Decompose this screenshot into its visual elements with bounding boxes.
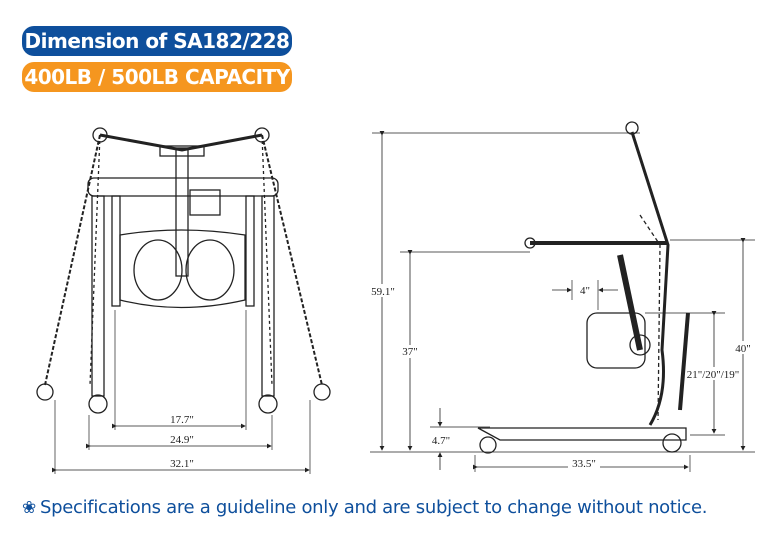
dim-outer-width: 32.1": [170, 458, 194, 470]
dim-inner-width: 17.7": [170, 414, 194, 426]
dim-offset: 4": [580, 285, 590, 297]
disclaimer-text: Specifications are a guideline only and …: [39, 497, 708, 518]
model-title-badge: Dimension of SA182/228: [22, 26, 292, 56]
dim-min-height: 37": [402, 346, 418, 358]
disclaimer: ❀Specifications are a guideline only and…: [22, 497, 707, 518]
dim-mid-width: 24.9": [170, 434, 194, 446]
dim-handle-height: 40": [735, 343, 751, 355]
flower-icon: ❀: [22, 498, 36, 518]
dim-max-height: 59.1": [371, 286, 395, 298]
dim-base-clearance: 4.7": [432, 435, 450, 447]
side-view: [370, 121, 755, 472]
dim-pad-height: 21"/20"/19": [687, 369, 740, 381]
capacity-badge: 400LB / 500LB CAPACITY: [22, 62, 292, 92]
dim-base-length: 33.5": [572, 458, 596, 470]
front-view: [36, 127, 331, 474]
